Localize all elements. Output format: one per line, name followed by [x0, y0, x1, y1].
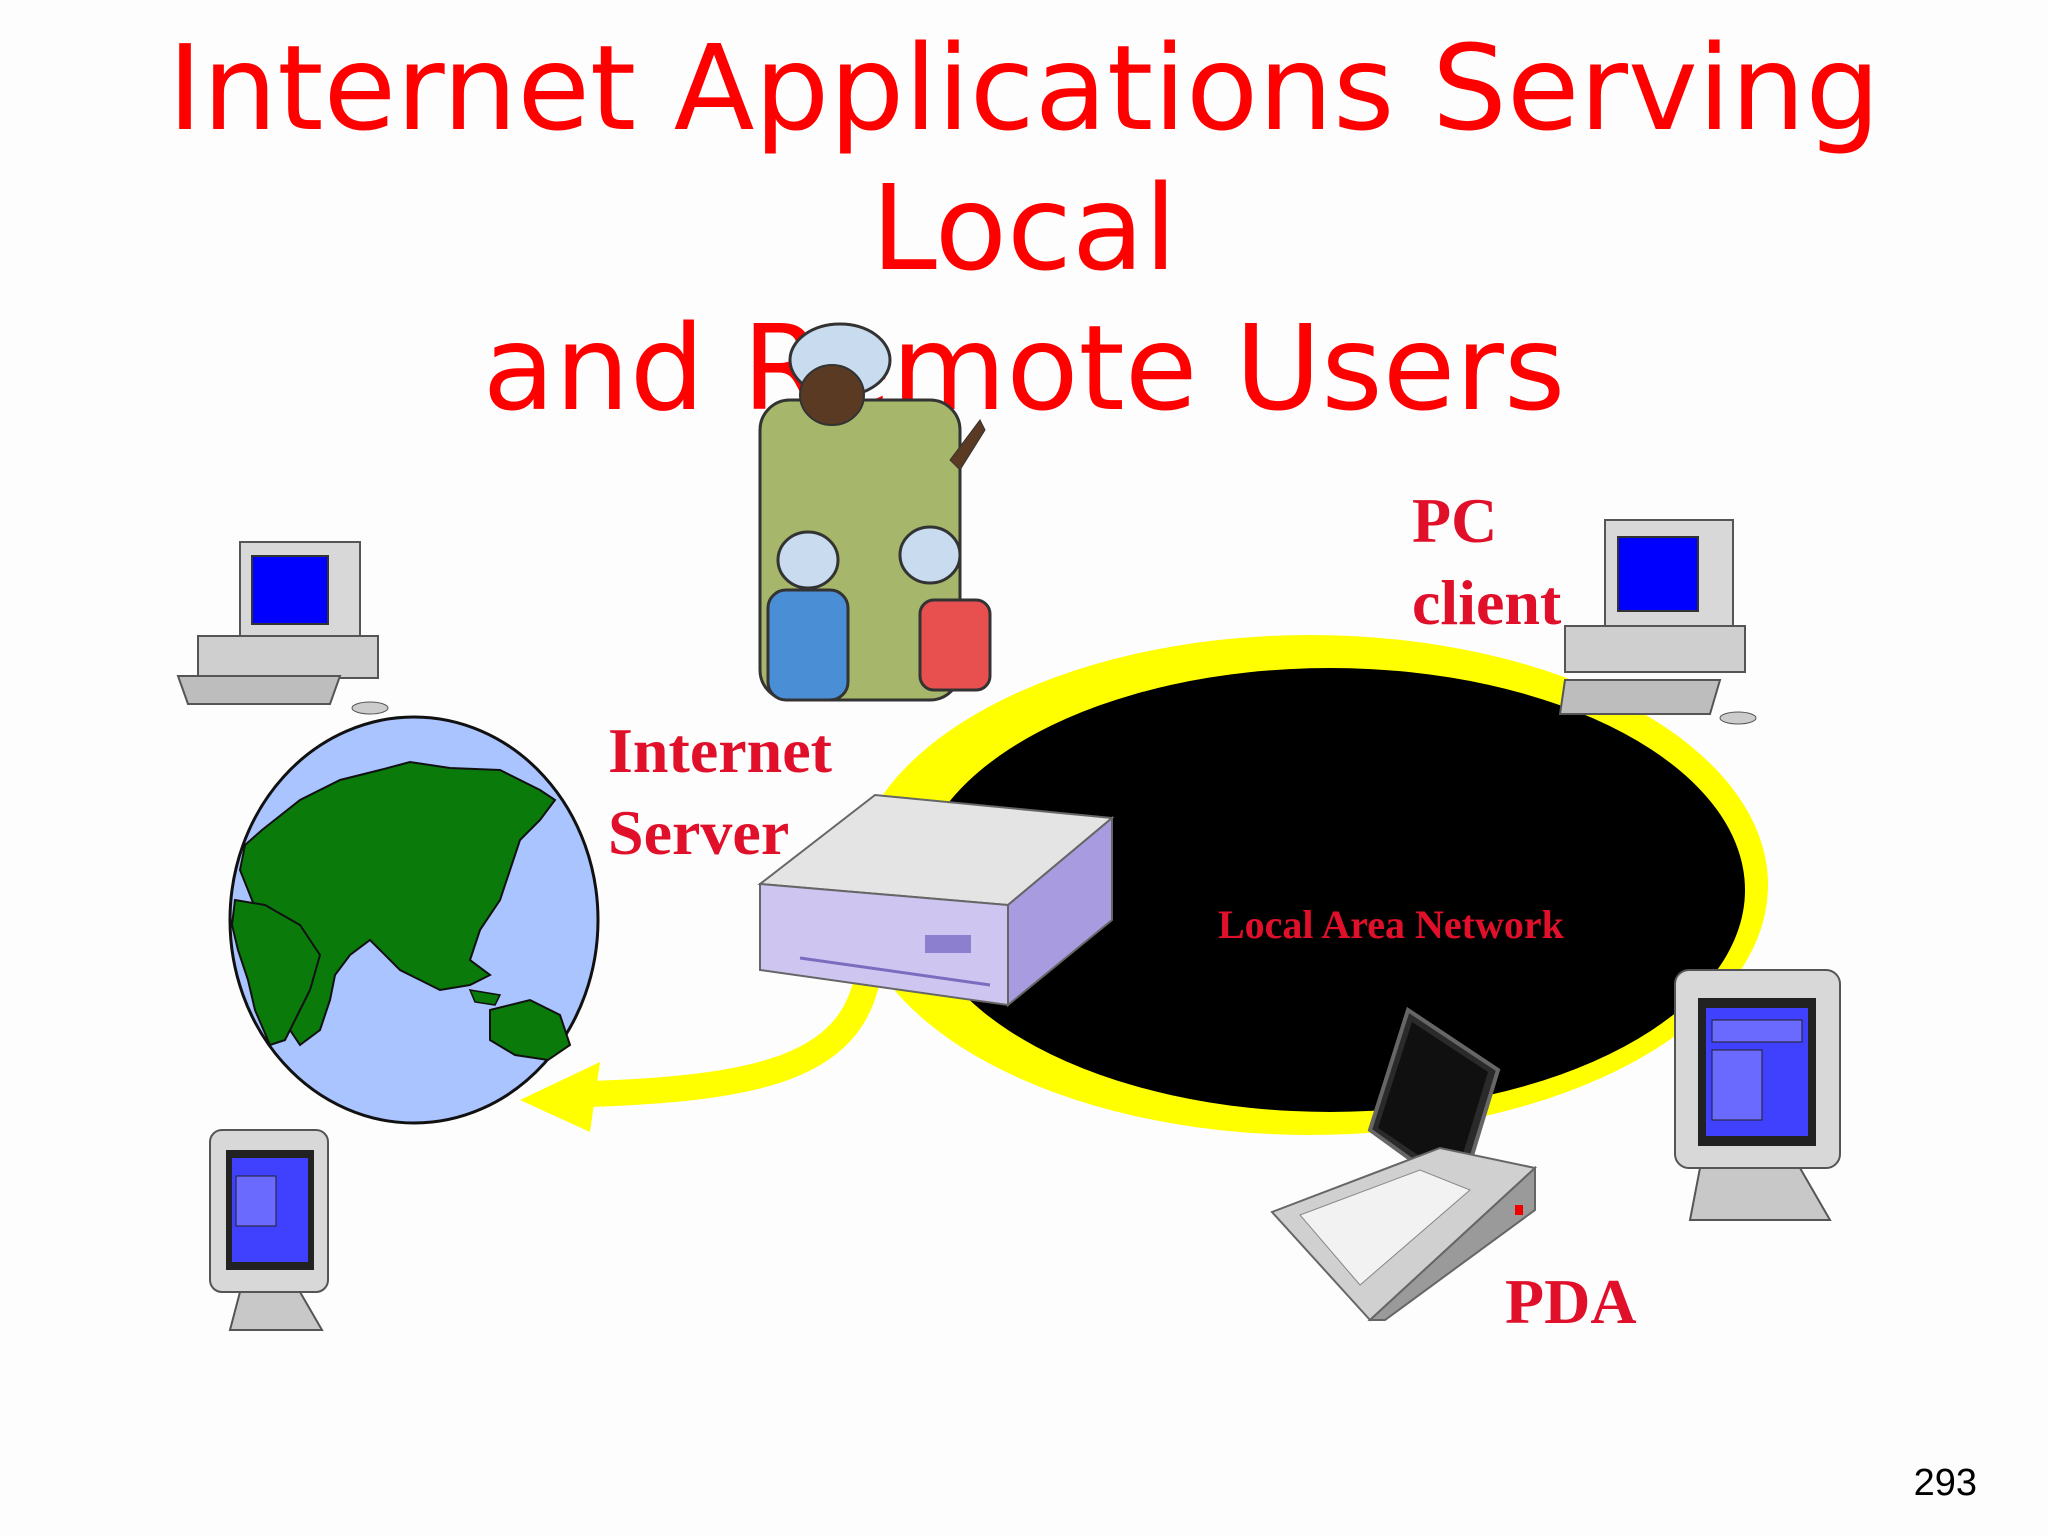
internet-server-icon	[757, 793, 1115, 1008]
pda-icon	[1270, 1006, 1538, 1322]
title-line-2: and Remote Users	[482, 299, 1566, 437]
pc-client-label: PC client	[1412, 480, 1561, 644]
connection-arrow	[520, 958, 883, 1132]
remote-pc-icon	[176, 541, 389, 715]
local-terminal-icon	[1674, 969, 1841, 1221]
title-line-1: Internet Applications Serving Local	[167, 19, 1881, 297]
remote-terminal-icon	[209, 1129, 329, 1331]
pc-client-icon	[1558, 519, 1757, 725]
page-number: 293	[1913, 1462, 1977, 1504]
slide-title: Internet Applications Serving Local and …	[0, 18, 2048, 438]
internet-server-label: Internet Server	[608, 710, 832, 874]
remote-users-illustration-icon	[758, 322, 992, 702]
globe-icon	[228, 715, 600, 1125]
local-area-network-ring	[852, 635, 1768, 1135]
internet-server-label-line-2: Server	[608, 797, 790, 868]
pc-client-label-line-2: client	[1412, 567, 1562, 638]
lan-label: Local Area Network	[1218, 902, 1564, 947]
pc-client-label-line-1: PC	[1412, 485, 1498, 556]
internet-server-label-line-1: Internet	[608, 715, 832, 786]
pda-label: PDA	[1505, 1266, 1637, 1337]
